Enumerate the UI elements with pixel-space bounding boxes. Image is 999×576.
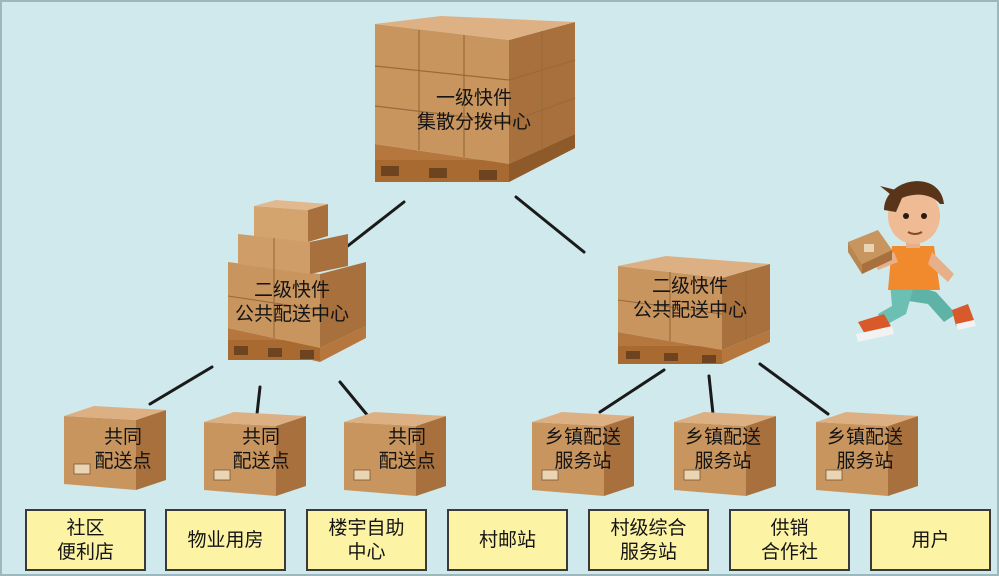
bottom-box-7: 用户 (870, 509, 991, 571)
second-right-pallet-stack (617, 256, 770, 364)
leaf-box-right-1 (532, 412, 634, 496)
courier-boy-illustration (848, 181, 976, 342)
leaf-right-1-label: 乡镇配送 服务站 (544, 426, 621, 472)
bottom-box-3: 楼宇自助 中心 (306, 509, 427, 571)
line-top-to-left (338, 200, 406, 254)
leaf-right-3-label: 乡镇配送 服务站 (826, 426, 903, 472)
leaf-right-2-label: 乡镇配送 服务站 (684, 426, 761, 472)
line-top-to-right (514, 195, 586, 254)
second-right-label: 二级快件 公共配送中心 (632, 275, 747, 321)
leaf-box-right-2 (674, 412, 776, 496)
bottom-box-5: 村级综合 服务站 (588, 509, 709, 571)
second-left-label: 二级快件 公共配送中心 (234, 279, 349, 325)
bottom-box-4: 村邮站 (447, 509, 568, 571)
leaf-left-2-label: 共同 配送点 (232, 426, 290, 472)
top-center-label: 一级快件 集散分拨中心 (416, 87, 531, 133)
second-left-pallet-stack (227, 200, 366, 362)
bottom-box-2: 物业用房 (165, 509, 286, 571)
bottom-box-6: 供销 合作社 (729, 509, 850, 571)
line-left-to-leaf2 (255, 385, 262, 416)
line-right-to-leaf2 (707, 374, 715, 416)
leaf-box-right-3 (816, 412, 918, 496)
line-left-to-leaf3 (338, 380, 370, 418)
leaf-box-left-1 (64, 406, 166, 490)
line-right-to-leaf1 (598, 368, 666, 414)
line-left-to-leaf1 (148, 365, 214, 406)
top-pallet-stack (374, 16, 576, 182)
leaf-left-3-label: 共同 配送点 (378, 426, 436, 472)
leaf-box-left-2 (204, 412, 306, 496)
line-right-to-leaf3 (758, 362, 830, 416)
leaf-box-left-3 (344, 412, 446, 496)
leaf-left-1-label: 共同 配送点 (94, 426, 152, 472)
bottom-box-1: 社区 便利店 (25, 509, 146, 571)
